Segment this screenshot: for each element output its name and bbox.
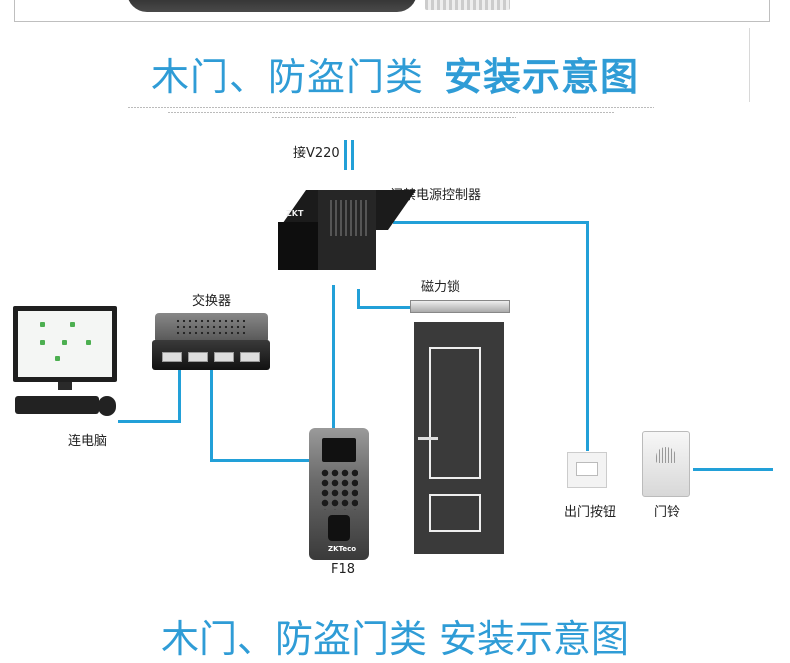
screen-node-icon: [70, 322, 75, 327]
switch-port: [214, 352, 234, 362]
mouse: [98, 396, 116, 416]
title-light: 木门、防盗门类: [150, 55, 424, 99]
wire-switch-to-reader-v: [210, 370, 213, 462]
switch-vents: [175, 318, 245, 336]
switch-label: 交换器: [192, 294, 232, 309]
screen-node-icon: [55, 356, 60, 361]
monitor-stand: [58, 382, 72, 390]
top-screws-photo: [425, 0, 510, 10]
door-panel-upper: [429, 347, 481, 479]
exit-button-key: [576, 462, 598, 476]
wire-bell-out: [693, 468, 773, 471]
wire-switch-to-reader-h: [210, 459, 310, 462]
divider-line: [749, 28, 750, 102]
reader-keypad: [320, 468, 358, 510]
door-panel-lower: [429, 494, 481, 532]
controller-front-face: [278, 222, 318, 270]
doorbell-body: [642, 431, 690, 497]
screen-node-icon: [40, 322, 45, 327]
wire-power-1: [344, 140, 347, 170]
computer-label: 连电脑: [68, 434, 108, 449]
title-bold: 安装示意图: [444, 55, 640, 99]
switch-port: [162, 352, 182, 362]
reader-screen: [322, 438, 356, 462]
controller-brand: ZKT: [286, 209, 304, 218]
fingerprint-sensor-icon: [328, 515, 350, 541]
door-handle: [418, 437, 438, 440]
next-section-title: 木门、防盗门类 安装示意图: [160, 617, 630, 661]
wire-ctrl-to-reader: [332, 285, 335, 428]
screen-node-icon: [40, 340, 45, 345]
wire-switch-to-pc-h: [118, 420, 181, 423]
controller-vents: [330, 200, 370, 236]
power-input-label: 接V220: [293, 146, 340, 161]
top-product-panel: [14, 0, 770, 22]
page-title: 木门、防盗门类安装示意图: [0, 50, 790, 104]
maglock-device: [410, 300, 510, 313]
decorative-fine-text: [168, 112, 614, 113]
decorative-fine-text: [272, 117, 516, 118]
screen-node-icon: [62, 340, 67, 345]
wire-power-2: [351, 140, 354, 170]
keyboard: [15, 396, 99, 414]
wire-ctrl-to-button-h: [393, 221, 588, 224]
decorative-fine-text: [128, 107, 654, 108]
screen-node-icon: [86, 340, 91, 345]
top-device-photo: [127, 0, 417, 12]
reader-label: F18: [331, 562, 356, 577]
switch-port: [240, 352, 260, 362]
reader-brand: ZKTeco: [328, 545, 357, 553]
switch-port: [188, 352, 208, 362]
doorbell-label: 门铃: [654, 505, 681, 520]
exit-button-label: 出门按钮: [564, 505, 617, 520]
wire-ctrl-to-lock-v: [357, 289, 360, 309]
wire-switch-to-pc-v: [178, 370, 181, 422]
wire-ctrl-to-lock-h: [357, 306, 413, 309]
maglock-label: 磁力锁: [421, 280, 461, 295]
doorbell-speaker-icon: [656, 447, 676, 463]
wire-ctrl-to-button-v: [586, 221, 589, 451]
